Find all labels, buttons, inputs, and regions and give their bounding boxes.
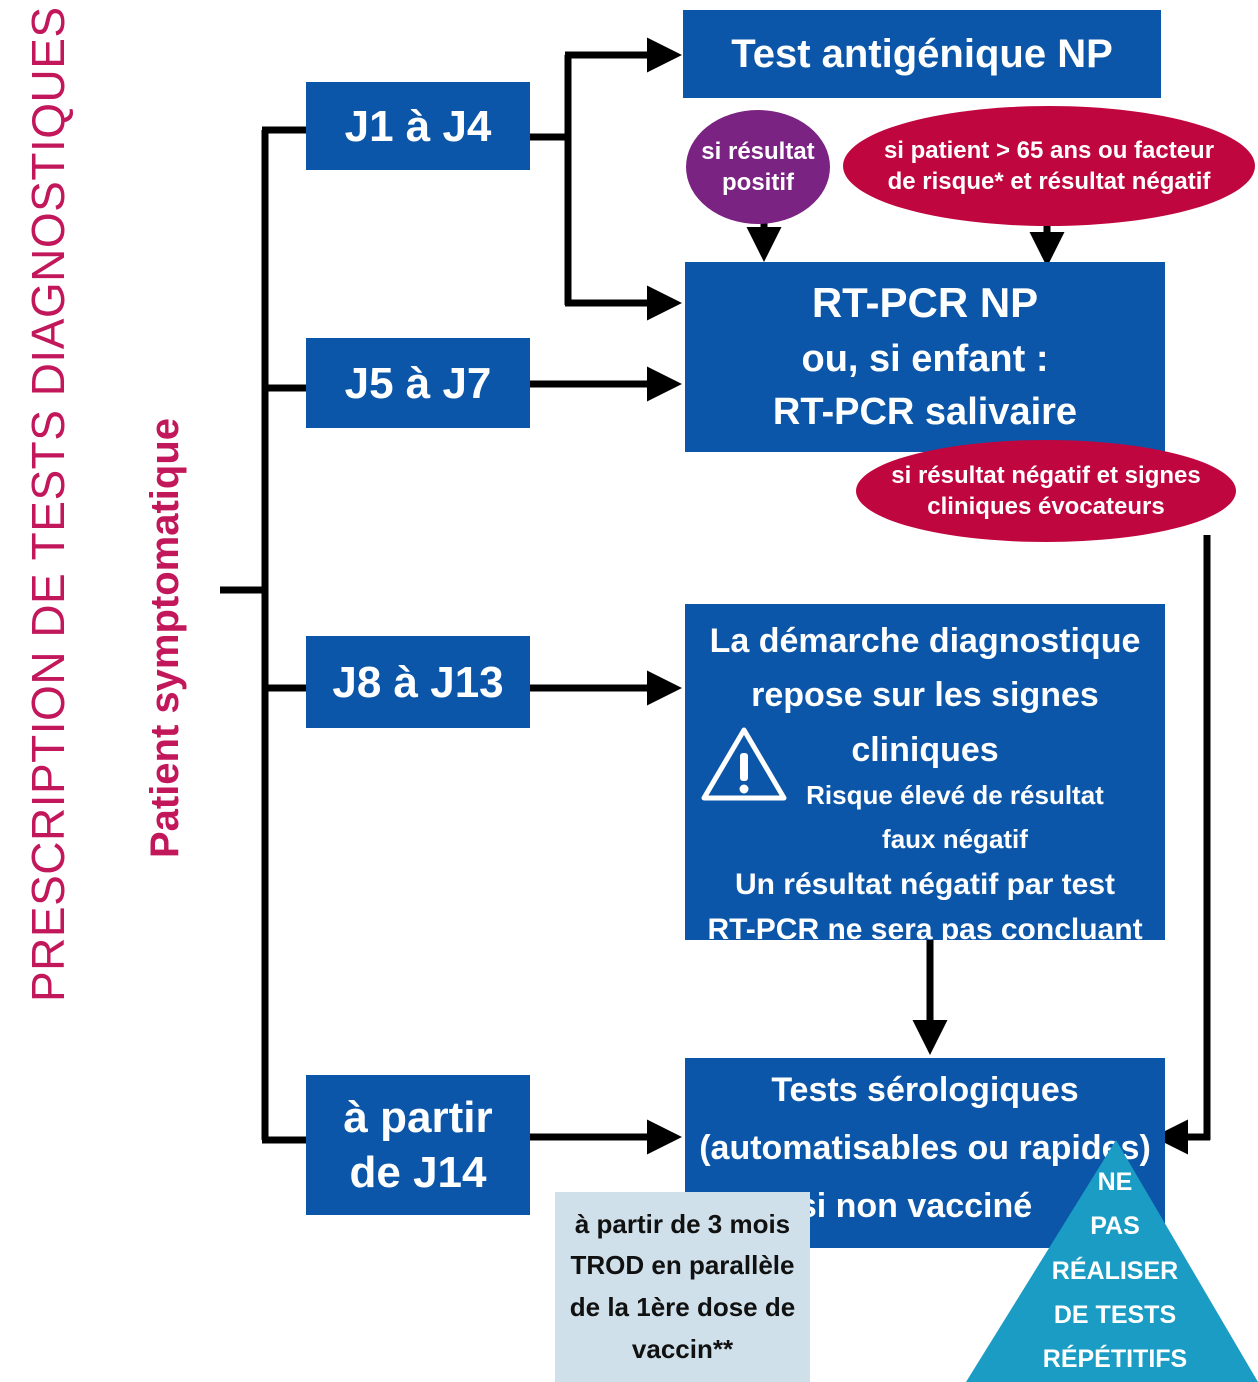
no-repeat-line: PAS — [1090, 1212, 1140, 1241]
trod-line: de la 1ère dose de — [569, 1292, 796, 1322]
warning-icon — [701, 727, 787, 801]
period-label: de J14 — [349, 1148, 487, 1197]
no-repeat-line: DE TESTS — [1053, 1300, 1177, 1329]
trod-line: à partir de 3 mois — [574, 1208, 791, 1239]
serology-line: (automatisables ou rapides) — [699, 1128, 1151, 1167]
clinical-note: RT-PCR ne sera pas concluant — [707, 912, 1143, 946]
no-repeat-line: RÉALISER — [1051, 1256, 1179, 1285]
clinical-line: repose sur les signes cliniques — [751, 676, 1099, 769]
no-repeat-line: NE — [1097, 1168, 1133, 1196]
condition-text: de risque* et résultat négatif — [887, 168, 1211, 195]
no-repeat-triangle — [966, 1140, 1258, 1382]
period-j14-box: à partir de J14 — [306, 1075, 530, 1215]
condition-text: si patient > 65 ans ou facteur — [883, 136, 1215, 164]
clinical-diagnosis-box: La démarche diagnostique repose sur les … — [685, 604, 1165, 946]
rt-pcr-line: ou, si enfant : — [801, 338, 1049, 381]
rt-pcr-box: RT-PCR NP ou, si enfant : RT-PCR salivai… — [685, 262, 1165, 452]
positive-result-condition: si résultat positif — [686, 110, 830, 224]
clinical-line: La démarche diagnostique — [709, 622, 1141, 660]
warning-block: Risque élevé de résultat faux négatif — [746, 773, 1104, 861]
condition-text: si résultat — [701, 137, 815, 165]
trod-line: TROD en parallèle — [570, 1250, 795, 1281]
period-label: J1 à J4 — [344, 101, 492, 151]
page-title: PRESCRIPTION DE TESTS DIAGNOSTIQUES — [22, 6, 74, 1002]
condition-text: si résultat négatif et signes — [891, 461, 1201, 489]
rt-pcr-line: RT-PCR salivaire — [772, 391, 1078, 434]
period-j5-j7-box: J5 à J7 — [306, 338, 530, 428]
warning-text: Risque élevé de résultat — [806, 780, 1104, 811]
antigen-test-box: Test antigénique NP — [683, 10, 1161, 98]
period-label: J8 à J13 — [332, 657, 504, 707]
no-repeat-text: NE PAS RÉALISER DE TESTS RÉPÉTITIFS — [1040, 1160, 1190, 1381]
risk-condition: si patient > 65 ans ou facteur de risque… — [843, 106, 1255, 226]
period-j8-j13-box: J8 à J13 — [306, 636, 530, 728]
trod-note-box: à partir de 3 mois TROD en parallèle de … — [555, 1192, 810, 1382]
serology-line: si non vacciné — [797, 1186, 1033, 1225]
clinical-note: Un résultat négatif par test — [734, 867, 1116, 901]
serology-line: Tests sérologiques — [771, 1071, 1079, 1109]
trod-line: vaccin** — [631, 1333, 734, 1364]
period-j1-j4-box: J1 à J4 — [306, 82, 530, 170]
warning-text: faux négatif — [882, 824, 1028, 855]
period-label: J5 à J7 — [344, 358, 492, 408]
no-repeat-line: RÉPÉTITIFS — [1042, 1345, 1188, 1373]
rt-pcr-title: RT-PCR NP — [811, 279, 1039, 327]
page-subtitle: Patient symptomatique — [143, 417, 187, 859]
condition-text: cliniques évocateurs — [927, 493, 1165, 520]
negative-signs-condition: si résultat négatif et signes cliniques … — [856, 440, 1236, 542]
antigen-test-label: Test antigénique NP — [731, 31, 1113, 76]
condition-text: positif — [722, 169, 794, 196]
period-label: à partir — [343, 1093, 493, 1142]
